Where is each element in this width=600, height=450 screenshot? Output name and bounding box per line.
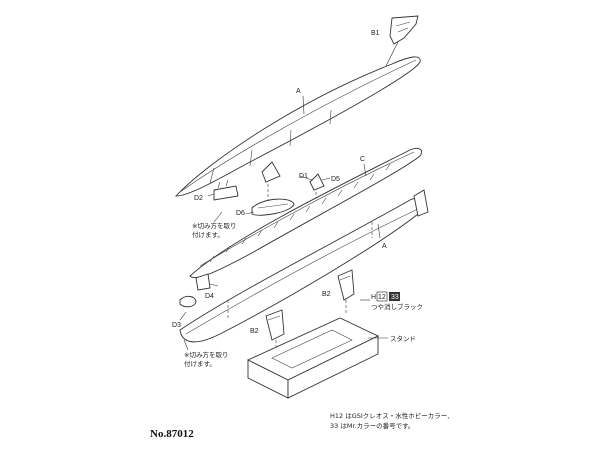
part-d6 xyxy=(245,198,295,216)
label-d3: D3 xyxy=(172,322,181,329)
part-d3 xyxy=(179,295,197,321)
paint-code-boxed: 12 xyxy=(378,294,386,301)
label-d6: D6 xyxy=(236,210,245,217)
glue-note-1-line2: 付けます。 xyxy=(192,230,224,239)
label-d1: D1 xyxy=(299,173,308,180)
part-b2-right xyxy=(337,269,355,314)
upper-hull-a xyxy=(174,56,421,197)
footnote-line-2: 33 はMr.カラーの番号です。 xyxy=(330,422,415,430)
label-a-top: A xyxy=(296,88,301,95)
label-b1: B1 xyxy=(371,30,380,37)
label-b2-left: B2 xyxy=(250,328,259,335)
paint-code-number: 33 xyxy=(391,294,399,301)
paint-code-prefix: H xyxy=(371,294,376,301)
part-b2-left xyxy=(265,309,285,352)
part-d4 xyxy=(195,273,219,291)
glue-note-2-line2: 付けます。 xyxy=(184,359,216,368)
label-b2-right: B2 xyxy=(322,291,331,298)
paint-color-name: つや消しブラック xyxy=(371,302,423,311)
part-d2 xyxy=(207,179,239,201)
lower-hull-a xyxy=(179,189,429,343)
footnote-line-1: H12 はGSIクレオス・水性ホビーカラー、 xyxy=(330,412,454,420)
glue-note-2: ※切み方を取り 付けます。 xyxy=(183,339,228,368)
glue-note-1: ※切み方を取り 付けます。 xyxy=(192,211,236,239)
paint-code-box xyxy=(376,291,388,302)
glue-note-1-line1: ※切み方を取り xyxy=(192,221,236,230)
label-d4: D4 xyxy=(205,293,214,300)
label-d2: D2 xyxy=(194,195,203,202)
paint-number-box xyxy=(389,292,400,301)
stand-base xyxy=(246,317,388,399)
model-number: No.87012 xyxy=(150,428,194,440)
paint-callout: H 12 33 つや消しブラック xyxy=(360,291,423,311)
label-c: C xyxy=(360,156,365,163)
deck-c xyxy=(189,147,422,278)
label-d5: D5 xyxy=(331,176,340,183)
stand-label: スタンド xyxy=(390,334,416,343)
glue-note-2-line1: ※切み方を取り xyxy=(184,350,228,359)
part-b1 xyxy=(385,15,419,67)
label-a-lower: A xyxy=(382,243,387,250)
